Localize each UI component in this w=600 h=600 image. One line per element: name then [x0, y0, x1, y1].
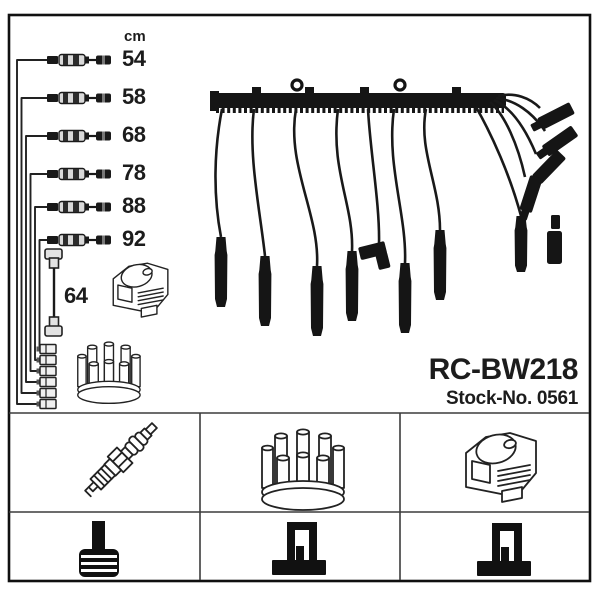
coil-lead-drawing — [44, 248, 63, 337]
length-label-58: 58 — [122, 84, 146, 109]
cable-rail — [210, 78, 506, 113]
stock-number: Stock-No. 0561 — [446, 388, 579, 409]
unit-header: cm — [124, 28, 146, 45]
product-photo — [210, 78, 579, 336]
stacked-disc-terminal-icon — [79, 521, 119, 577]
length-label-78: 78 — [122, 160, 146, 185]
legend-grid-lines — [9, 412, 589, 580]
cable-drawing-58 — [47, 91, 111, 105]
distributor-end-blocks — [36, 343, 57, 410]
cable-drawing-68 — [47, 129, 111, 143]
part-number: RC-BW218 — [429, 353, 578, 386]
length-label-88: 88 — [122, 193, 146, 218]
length-label-92: 92 — [122, 226, 146, 251]
loose-connector — [547, 215, 562, 264]
din-tower-terminal-icon — [272, 522, 326, 575]
cable-drawing-88 — [47, 200, 111, 214]
cable-row-drawings — [47, 53, 111, 247]
cable-drawing-92 — [47, 233, 111, 247]
distributor-cap-drawing — [77, 341, 141, 405]
length-label-64: 64 — [64, 283, 89, 308]
spark-plug-icon — [84, 422, 158, 498]
length-diagram: cm 54 58 68 78 88 92 64 — [16, 28, 169, 410]
length-label-54: 54 — [122, 46, 147, 71]
din-tower-terminal-icon-2 — [477, 523, 531, 576]
cable-drawing-78 — [47, 167, 111, 181]
cable-drawing-54 — [47, 53, 111, 67]
hanging-wires — [214, 93, 547, 267]
elbow-boot — [358, 241, 391, 270]
distributor-cap-icon — [261, 428, 345, 511]
length-label-68: 68 — [122, 122, 146, 147]
